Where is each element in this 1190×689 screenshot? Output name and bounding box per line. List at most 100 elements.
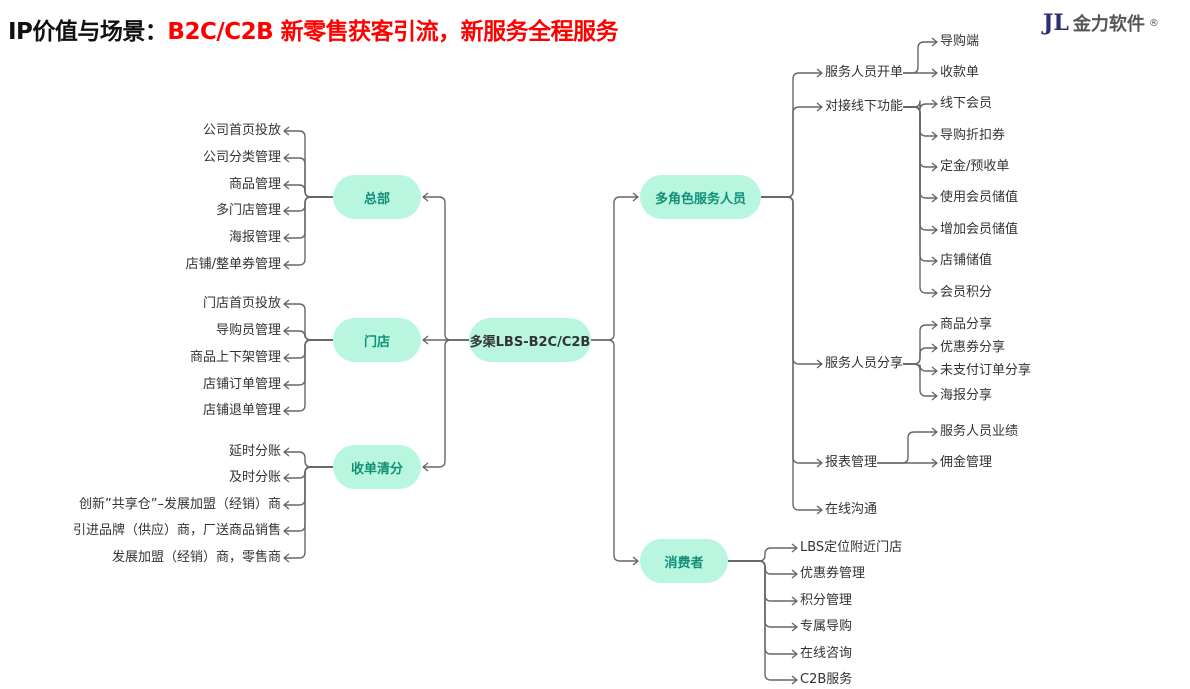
arrow-icon	[283, 500, 290, 510]
leaf-item[interactable]: 引进品牌（供应）商，厂送商品销售	[72, 523, 281, 538]
leaf-item[interactable]: 海报管理	[228, 230, 281, 245]
arrow-icon	[816, 68, 823, 78]
connector-line	[284, 196, 333, 239]
arrow-icon	[931, 225, 938, 235]
arrow-icon	[283, 447, 290, 457]
arrow-icon	[283, 126, 290, 136]
connector-line	[284, 157, 333, 198]
leaf-item[interactable]: 创新”共享仓”–发展加盟（经销）商	[79, 497, 281, 512]
arrow-icon	[422, 192, 429, 202]
leaf-item[interactable]: 未支付订单分享	[940, 363, 1032, 378]
connector-line	[284, 466, 333, 532]
leaf-item[interactable]: 店铺/整单券管理	[185, 257, 281, 272]
arrow-icon	[283, 233, 290, 243]
connector-line	[284, 339, 333, 412]
arrow-icon	[931, 458, 938, 468]
page-title: IP价值与场景：B2C/C2B 新零售获客引流，新服务全程服务	[8, 12, 619, 46]
leaf-item[interactable]: 优惠券管理	[800, 566, 866, 581]
leaf-item[interactable]: 导购员管理	[215, 323, 281, 338]
leaf-item[interactable]: 店铺储值	[940, 253, 993, 268]
leaf-item[interactable]: 收款单	[940, 65, 980, 80]
arrow-icon	[816, 458, 823, 468]
leaf-item[interactable]: 导购折扣券	[940, 128, 1006, 143]
sub-branch[interactable]: 报表管理	[825, 455, 878, 470]
leaf-item[interactable]: 增加会员储值	[940, 222, 1019, 237]
leaf-item[interactable]: 在线咨询	[800, 646, 853, 661]
leaf-item[interactable]: 服务人员业绩	[940, 424, 1019, 439]
connector-line	[903, 363, 937, 397]
arrow-icon	[931, 193, 938, 203]
sub-branch[interactable]: 服务人员开单	[825, 65, 904, 80]
connector-line	[591, 196, 638, 341]
branch-node-0[interactable]: 总部	[333, 175, 421, 219]
leaf-item[interactable]: 公司首页投放	[202, 123, 281, 138]
leaf-item[interactable]: 专属导购	[800, 619, 853, 634]
connector-line	[903, 347, 937, 365]
arrow-icon	[283, 299, 290, 309]
arrow-icon	[791, 596, 798, 606]
leaf-item[interactable]: 门店首页投放	[202, 296, 281, 311]
arrow-icon	[931, 320, 938, 330]
connector-line	[284, 339, 333, 386]
leaf-item[interactable]: 佣金管理	[940, 455, 993, 470]
leaf-item[interactable]: C2B服务	[800, 672, 853, 687]
leaf-item[interactable]: 及时分账	[228, 470, 281, 485]
branch-node-consumer[interactable]: 消费者	[640, 539, 728, 583]
connector-line	[284, 130, 333, 198]
leaf-item[interactable]: 店铺退单管理	[202, 403, 281, 418]
title-main: IP价值与场景：	[8, 19, 168, 45]
arrow-icon	[931, 427, 938, 437]
leaf-item[interactable]: 定金/预收单	[940, 159, 1010, 174]
leaf-item[interactable]: 线下会员	[940, 96, 993, 111]
connector-line	[284, 184, 333, 198]
arrow-icon	[931, 366, 938, 376]
logo-name: 金力软件	[1072, 14, 1145, 35]
leaf-item[interactable]: 公司分类管理	[202, 150, 281, 165]
branch-node-multi-role[interactable]: 多角色服务人员	[640, 175, 761, 219]
connector-line	[728, 560, 797, 628]
sub-branch[interactable]: 在线沟通	[825, 502, 878, 517]
leaf-item[interactable]: 积分管理	[800, 593, 853, 608]
connector-line	[284, 196, 333, 266]
connector-line	[877, 431, 937, 464]
connector-line	[284, 196, 333, 212]
arrow-icon	[283, 380, 290, 390]
logo-mark: JL	[1043, 10, 1069, 36]
title-highlight: B2C/C2B 新零售获客引流，新服务全程服务	[167, 19, 619, 45]
arrow-icon	[931, 68, 938, 78]
connector-line	[903, 106, 937, 294]
arrow-icon	[791, 543, 798, 553]
connector-line	[284, 466, 333, 506]
leaf-item[interactable]: 商品管理	[228, 177, 281, 192]
leaf-item[interactable]: 会员积分	[940, 285, 993, 300]
connector-line	[284, 466, 333, 559]
leaf-item[interactable]: 店铺订单管理	[202, 377, 281, 392]
arrow-icon	[816, 102, 823, 112]
arrow-icon	[816, 359, 823, 369]
arrow-icon	[283, 260, 290, 270]
sub-branch[interactable]: 对接线下功能	[825, 99, 904, 114]
arrow-icon	[283, 406, 290, 416]
brand-logo: JL 金力软件 ®	[1043, 10, 1159, 36]
center-node[interactable]: 多渠LBS-B2C/C2B	[469, 318, 591, 362]
connector-line	[284, 330, 333, 341]
leaf-item[interactable]: 延时分账	[228, 444, 281, 459]
connector-line	[284, 451, 333, 468]
leaf-item[interactable]: 商品上下架管理	[189, 350, 281, 365]
branch-node-1[interactable]: 门店	[333, 318, 421, 362]
leaf-item[interactable]: 多门店管理	[215, 203, 281, 218]
leaf-item[interactable]: 使用会员储值	[940, 190, 1019, 205]
arrow-icon	[791, 622, 798, 632]
leaf-item[interactable]: 发展加盟（经销）商，零售商	[111, 550, 281, 565]
branch-node-2[interactable]: 收单清分	[333, 445, 421, 489]
leaf-item[interactable]: 优惠券分享	[940, 340, 1006, 355]
leaf-item[interactable]: 海报分享	[940, 388, 993, 403]
arrow-icon	[632, 192, 639, 202]
arrow-icon	[931, 162, 938, 172]
leaf-item[interactable]: LBS定位附近门店	[800, 540, 903, 555]
connector-line	[728, 560, 797, 681]
sub-branch[interactable]: 服务人员分享	[825, 356, 904, 371]
leaf-item[interactable]: 导购端	[940, 34, 980, 49]
leaf-item[interactable]: 商品分享	[940, 317, 993, 332]
